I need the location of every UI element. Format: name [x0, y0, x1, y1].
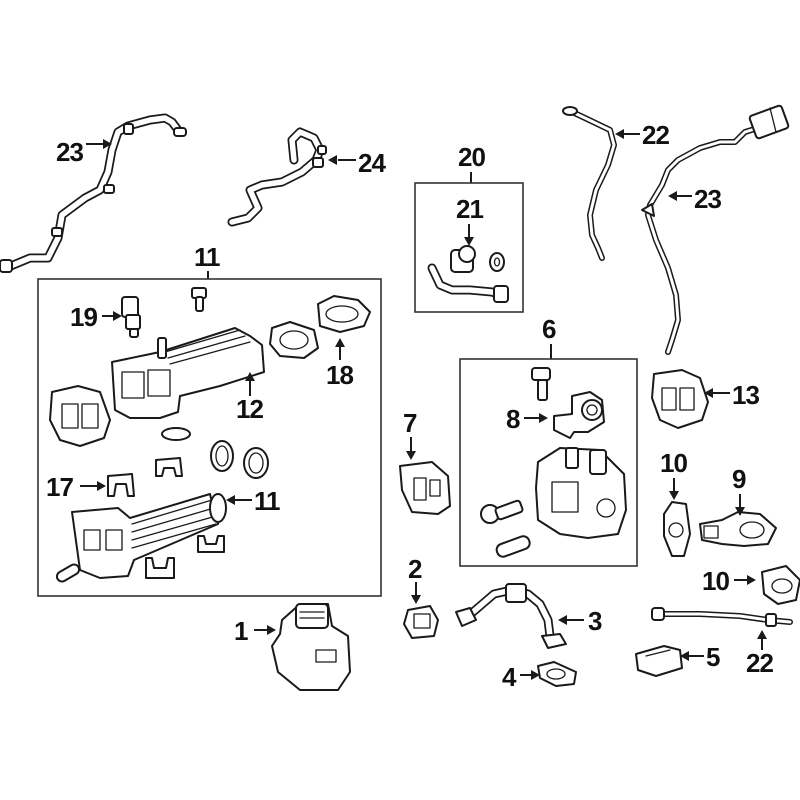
callout-10b: 10 — [702, 566, 756, 596]
callout-15: 17 — [46, 472, 106, 502]
part-5-bracket[interactable] — [635, 645, 683, 677]
part-20-sensor[interactable] — [651, 607, 793, 627]
callout-12-label: 11 — [254, 486, 280, 516]
pin-6[interactable] — [495, 535, 531, 559]
part-17-sensor[interactable] — [121, 296, 141, 338]
pin[interactable] — [55, 563, 81, 584]
group-18: 20 — [414, 142, 524, 313]
part-10-gasket-a[interactable] — [663, 501, 691, 557]
callout-3-label: 3 — [588, 606, 602, 636]
clip-3[interactable] — [197, 535, 225, 553]
group-6: 6 — [459, 314, 638, 567]
callout-14-label: 13 — [732, 380, 759, 410]
callout-24-label: 23 — [694, 184, 721, 214]
callout-21-label: 23 — [56, 137, 83, 167]
callout-23: 22 — [615, 120, 670, 150]
callout-24: 23 — [668, 184, 722, 214]
part-21-hose[interactable] — [0, 113, 187, 273]
callout-16-label: 18 — [326, 360, 353, 390]
o-ring-2[interactable] — [243, 447, 269, 479]
bolt-6[interactable] — [531, 367, 551, 401]
callout-6-label: 6 — [542, 314, 556, 344]
callout-10a-label: 10 — [660, 448, 687, 478]
part-9-connector[interactable] — [699, 511, 777, 547]
callout-5: 5 — [680, 642, 721, 672]
callout-5-label: 5 — [706, 642, 720, 672]
part-2-gasket[interactable] — [403, 605, 439, 639]
part-7-gasket[interactable] — [399, 461, 451, 515]
part-19-sensor[interactable] — [427, 245, 509, 303]
part-24-harness[interactable] — [641, 104, 790, 355]
clip-4[interactable] — [145, 557, 175, 579]
gasket-mid[interactable] — [269, 321, 319, 359]
part-16-gasket[interactable] — [317, 295, 371, 333]
part-23-wire[interactable] — [562, 106, 617, 261]
callout-19: 21 — [456, 194, 484, 246]
callout-9-label: 9 — [732, 464, 746, 494]
part-14-gasket[interactable] — [651, 369, 709, 429]
callout-20: 22 — [746, 630, 774, 678]
callout-14: 13 — [704, 380, 760, 410]
callout-11-label: 11 — [194, 242, 220, 272]
callout-13-label: 12 — [236, 394, 263, 424]
callout-1: 1 — [234, 616, 276, 646]
callout-8-label: 8 — [506, 404, 520, 434]
callout-4-label: 4 — [502, 662, 517, 692]
callout-2: 2 — [408, 554, 423, 604]
bolt-6b[interactable] — [480, 499, 524, 524]
callout-10a: 10 — [660, 448, 688, 500]
callout-18-label: 20 — [458, 142, 485, 172]
callout-12: 11 — [226, 486, 281, 516]
part-13-cooler-housing[interactable] — [111, 327, 265, 419]
egr-valve-body[interactable] — [535, 447, 627, 539]
callout-17: 19 — [70, 302, 122, 332]
part-3-egr-tube[interactable] — [455, 583, 567, 649]
gasket-left[interactable] — [49, 385, 111, 447]
callout-19-label: 21 — [456, 194, 483, 224]
callout-9: 9 — [732, 464, 747, 516]
callout-7-label: 7 — [403, 408, 417, 438]
callout-16: 18 — [326, 338, 354, 390]
callout-3: 3 — [558, 606, 603, 636]
part-12-egr-cooler[interactable] — [71, 493, 227, 579]
callout-22: 24 — [328, 148, 387, 178]
part-15-clip[interactable] — [107, 473, 135, 497]
callout-10b-label: 10 — [702, 566, 729, 596]
part-22-hose[interactable] — [227, 127, 327, 227]
part-4-gasket[interactable] — [537, 661, 577, 687]
callout-15-label: 17 — [46, 472, 73, 502]
callout-13: 12 — [236, 372, 264, 424]
o-ring-1[interactable] — [210, 440, 234, 472]
callout-8: 8 — [506, 404, 548, 434]
callout-23-label: 22 — [642, 120, 669, 150]
part-10-gasket-b[interactable] — [761, 565, 800, 605]
callout-17-label: 19 — [70, 302, 97, 332]
callout-21: 23 — [56, 137, 112, 167]
callout-2-label: 2 — [408, 554, 422, 584]
seal-small[interactable] — [161, 427, 191, 441]
callout-4: 4 — [502, 662, 540, 692]
part-8-valve[interactable] — [553, 391, 605, 439]
group-11: 11 — [37, 242, 382, 597]
clip-2[interactable] — [155, 457, 183, 477]
callout-22-label: 24 — [358, 148, 386, 178]
bolt[interactable] — [191, 287, 207, 312]
callout-7: 7 — [403, 408, 418, 460]
part-1-egr-valve[interactable] — [271, 603, 351, 691]
callout-1-label: 1 — [234, 616, 248, 646]
callout-20-label: 22 — [746, 648, 773, 678]
